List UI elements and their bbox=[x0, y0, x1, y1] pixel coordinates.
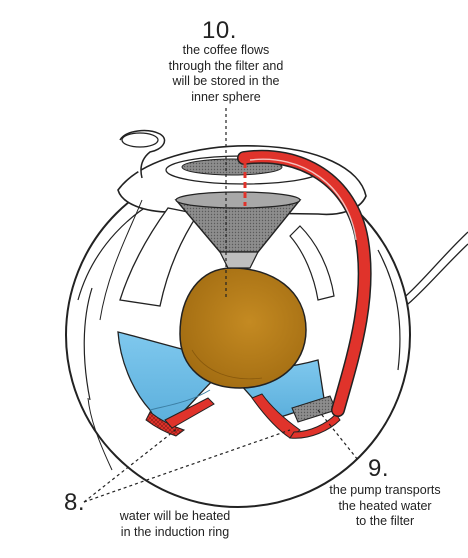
step8-line-1: water will be heated bbox=[119, 509, 231, 523]
step8-line-2: in the induction ring bbox=[120, 524, 230, 539]
step10-line-3: will be stored in the bbox=[172, 74, 280, 88]
inner-sphere-coffee bbox=[179, 267, 307, 389]
leader-step8-b bbox=[83, 429, 291, 503]
leader-step9 bbox=[317, 409, 359, 461]
step10-number: 10. bbox=[202, 17, 237, 44]
step9-line-1: the pump transports bbox=[329, 483, 441, 497]
step9-line-3: to the filter bbox=[355, 514, 415, 528]
step9-caption: the pump transports the heated water to … bbox=[310, 483, 460, 530]
step9-number: 9. bbox=[368, 455, 390, 482]
step10-line-4: inner sphere bbox=[191, 89, 261, 104]
leader-step8-a bbox=[83, 427, 179, 503]
step10-line-1: the coffee flows bbox=[182, 43, 270, 57]
step10-caption: the coffee flows through the filter and … bbox=[140, 43, 312, 105]
step10-line-2: through the filter and bbox=[168, 58, 284, 73]
step9-line-2: the heated water bbox=[338, 498, 432, 513]
step8-caption: water will be heated in the induction ri… bbox=[100, 509, 250, 540]
induction-ring-right bbox=[251, 393, 301, 439]
step8-number: 8. bbox=[64, 489, 86, 516]
